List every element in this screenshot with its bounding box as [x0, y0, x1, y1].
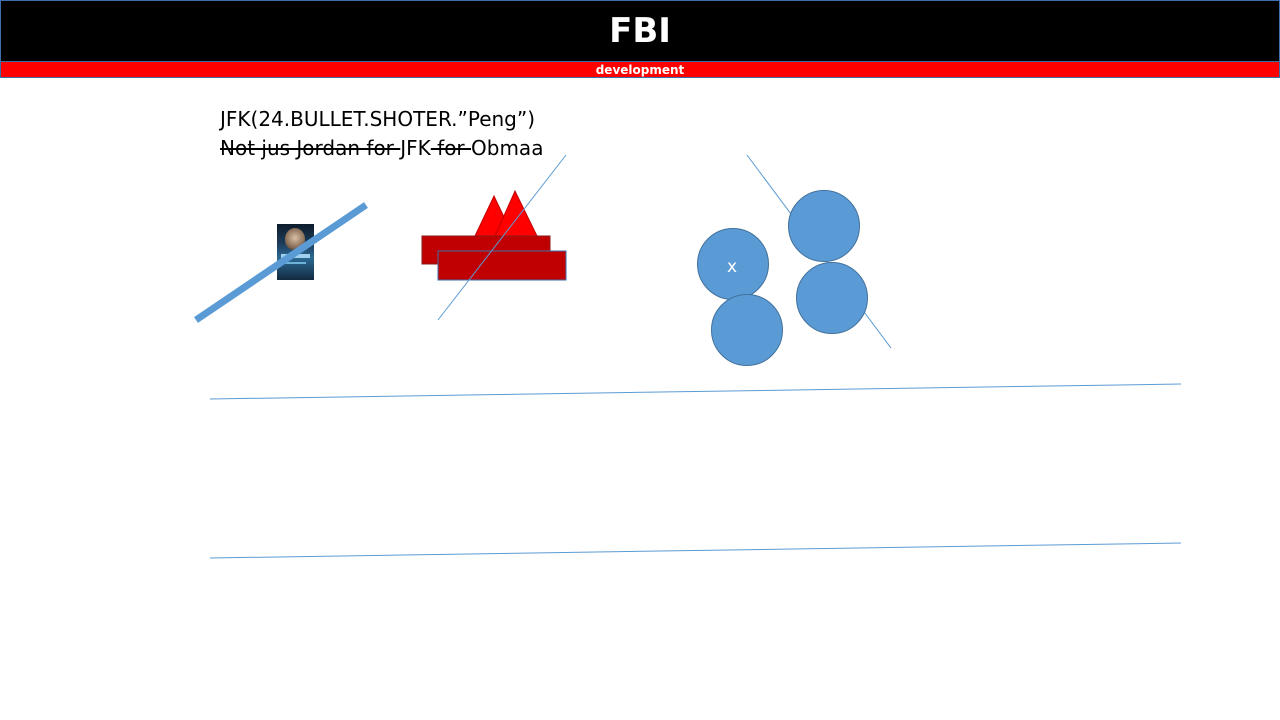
dark-red-rectangle-front[interactable] — [437, 250, 567, 281]
slide-title: FBI — [609, 11, 671, 51]
poster-subtitle-band — [285, 262, 306, 264]
poster-face-icon — [285, 228, 305, 250]
text-line-jfk: JFK(24.BULLET.SHOTER.”Peng”) — [220, 107, 536, 131]
title-bar: FBI — [0, 0, 1280, 61]
circle-top-right[interactable] — [788, 190, 860, 262]
strike-text-a: Not jus Jordan for — [220, 136, 401, 160]
subtitle-bar: development — [0, 61, 1280, 78]
strike-text-b: for — [430, 136, 472, 160]
text-line-strikethrough: Not jus Jordan for JFK for Obmaa — [220, 136, 543, 160]
circle-x-label: x — [727, 257, 737, 277]
plain-text-a: JFK — [400, 136, 431, 160]
long-line-lower[interactable] — [209, 542, 1182, 559]
thin-diagonal-line-left[interactable] — [437, 154, 567, 321]
slide-subtitle: development — [595, 62, 685, 77]
circle-middle-right[interactable] — [796, 262, 868, 334]
plain-text-b: Obmaa — [471, 136, 544, 160]
circle-bottom-left[interactable] — [711, 294, 783, 366]
long-line-upper[interactable] — [209, 383, 1182, 400]
thick-diagonal-line[interactable] — [194, 202, 368, 323]
